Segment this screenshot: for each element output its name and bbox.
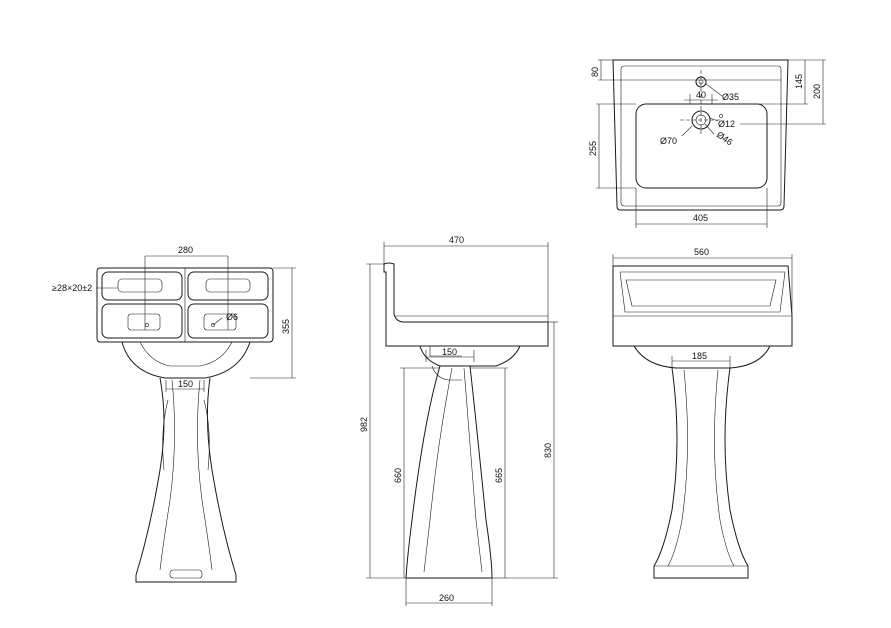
rear-width-label: 280 (178, 245, 193, 255)
side-depth-label: 470 (449, 235, 464, 245)
plan-tap-hole-label: Ø35 (722, 92, 739, 102)
side-pedestal-back-label: 660 (393, 468, 403, 483)
plan-waste-inner-label: Ø46 (715, 129, 735, 147)
plan-view: 80 145 200 40 Ø35 Ø12 Ø70 Ø46 255 (588, 59, 826, 228)
hole-label: Ø6 (226, 312, 238, 322)
slot-label: ≥28×20±2 (52, 283, 92, 293)
plan-tap-offset-2-label: 200 (812, 84, 822, 99)
plan-tap-offset-1-label: 145 (794, 74, 804, 89)
plan-tap-spacing-label: 40 (696, 90, 706, 100)
side-waste-label: 150 (442, 347, 457, 357)
side-rim-height-label: 830 (543, 443, 553, 458)
plan-overflow-label: Ø12 (718, 119, 735, 129)
front-pedestal-label: 185 (692, 351, 707, 361)
side-pedestal-front-label: 665 (494, 468, 504, 483)
rear-pedestal-label: 150 (178, 379, 193, 389)
rear-view: 280 355 ≥28×20±2 Ø6 150 (52, 245, 296, 583)
side-total-height-label: 982 (359, 417, 369, 432)
front-view: 560 185 (612, 247, 793, 579)
side-view: 470 982 660 665 830 150 260 (359, 235, 558, 606)
plan-waste-hole-label: Ø70 (660, 136, 677, 146)
plan-bowl-width-label: 405 (693, 213, 708, 223)
rear-height-label: 355 (281, 319, 291, 334)
plan-rim-back-label: 80 (590, 67, 600, 77)
side-base-label: 260 (439, 593, 454, 603)
plan-bowl-depth-label: 255 (588, 141, 598, 156)
front-width-label: 560 (694, 247, 709, 257)
